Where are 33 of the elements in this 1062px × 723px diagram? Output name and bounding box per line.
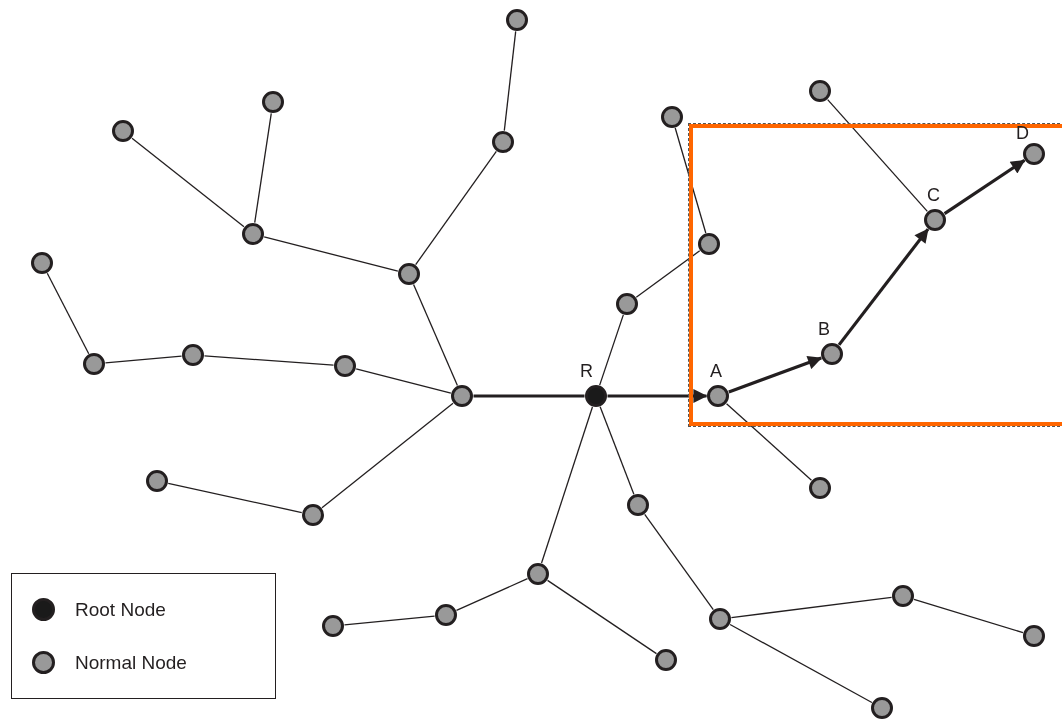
arrow xyxy=(607,389,708,403)
connector-line xyxy=(263,236,399,272)
connector-line xyxy=(599,406,635,495)
connector-line xyxy=(473,394,585,398)
connector-line xyxy=(599,314,624,386)
connector-line xyxy=(827,98,928,213)
legend-label: Normal Node xyxy=(75,653,187,672)
connector-line xyxy=(730,596,893,619)
connector-line xyxy=(455,578,529,611)
legend-label: Root Node xyxy=(75,600,166,619)
connector-line xyxy=(913,598,1024,634)
connector-line xyxy=(104,355,183,364)
connector-line xyxy=(729,623,873,704)
arrow xyxy=(837,228,930,346)
connector-line xyxy=(343,615,436,626)
connector-line xyxy=(355,368,452,394)
connector-line xyxy=(131,137,245,228)
node-label: B xyxy=(818,320,830,338)
connector-line xyxy=(540,406,594,564)
connector-line xyxy=(203,355,335,366)
connector-line xyxy=(503,30,517,132)
highlight-frame xyxy=(689,124,1062,426)
node-label: A xyxy=(710,362,722,380)
connector-line xyxy=(725,403,813,481)
connector-line xyxy=(46,272,90,355)
node-label: D xyxy=(1016,124,1029,142)
node-label: C xyxy=(927,186,940,204)
connector-line xyxy=(412,283,459,387)
node-label: R xyxy=(580,362,593,380)
arrow xyxy=(728,355,823,394)
connector-line xyxy=(167,482,303,514)
connector-line xyxy=(254,112,272,224)
connector-line xyxy=(321,402,454,509)
